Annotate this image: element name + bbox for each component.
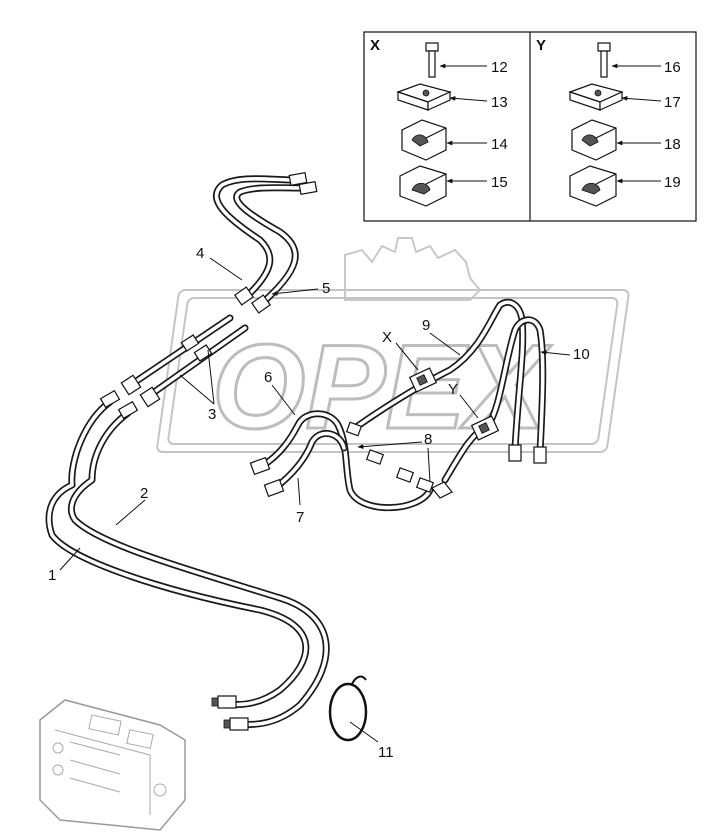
clamp-y xyxy=(470,415,500,441)
callout-3: 3 xyxy=(208,406,216,423)
fitting-bottom xyxy=(211,695,249,731)
detail-inset: X 12 13 xyxy=(363,31,697,222)
clamp-half-18 xyxy=(571,119,617,161)
clamp-x xyxy=(408,367,438,393)
bolt-16 xyxy=(597,42,611,78)
callout-2: 2 xyxy=(140,485,148,502)
watermark-frame-inner xyxy=(167,297,619,445)
clamp-half-15 xyxy=(399,165,447,207)
hose-3 xyxy=(120,314,249,408)
watermark-frame-outer xyxy=(156,289,630,453)
hose-1 xyxy=(45,398,310,709)
callout-5: 5 xyxy=(322,280,330,297)
callout-1: 1 xyxy=(48,567,56,584)
marker-y: Y xyxy=(448,381,458,398)
fittings-8 xyxy=(345,421,453,499)
callout-9: 9 xyxy=(422,317,430,334)
marker-x: X xyxy=(382,329,392,346)
watermark: OPEX xyxy=(156,237,630,456)
clamp-half-14 xyxy=(401,119,447,161)
inset-y-title: Y xyxy=(536,37,546,54)
callout-12: 12 xyxy=(491,59,508,76)
clamp-plate-17 xyxy=(568,83,624,111)
watermark-text: OPEX xyxy=(212,320,552,454)
bolt-12 xyxy=(425,42,439,78)
valve-block xyxy=(39,699,186,831)
callouts-main: 4 5 3 6 7 8 9 10 2 1 11 X Y xyxy=(48,245,590,761)
callout-17: 17 xyxy=(664,94,681,111)
clamp-plate-13 xyxy=(396,83,452,111)
callout-6: 6 xyxy=(264,369,272,386)
callout-14: 14 xyxy=(491,136,508,153)
callout-11: 11 xyxy=(378,744,394,761)
hose-6 xyxy=(258,410,434,512)
hose-5 xyxy=(233,171,318,314)
ring-clip-11 xyxy=(328,675,368,742)
hose-7 xyxy=(249,430,348,498)
inset-x-title: X xyxy=(370,37,380,54)
callout-7: 7 xyxy=(296,509,304,526)
inset-x: X 12 13 xyxy=(370,37,508,207)
hose-4 xyxy=(213,175,299,302)
watermark-gear xyxy=(344,237,482,301)
callout-4: 4 xyxy=(196,245,204,262)
clamp-half-19 xyxy=(569,165,617,207)
callout-13: 13 xyxy=(491,94,508,111)
callout-16: 16 xyxy=(664,59,681,76)
hose-2 xyxy=(68,409,330,728)
callout-8: 8 xyxy=(424,431,432,448)
callout-10: 10 xyxy=(573,346,590,363)
fitting-top-1 xyxy=(99,389,139,420)
callout-19: 19 xyxy=(664,174,681,191)
inset-y: Y 16 17 xyxy=(536,37,681,207)
callout-18: 18 xyxy=(664,136,681,153)
callout-15: 15 xyxy=(491,174,508,191)
